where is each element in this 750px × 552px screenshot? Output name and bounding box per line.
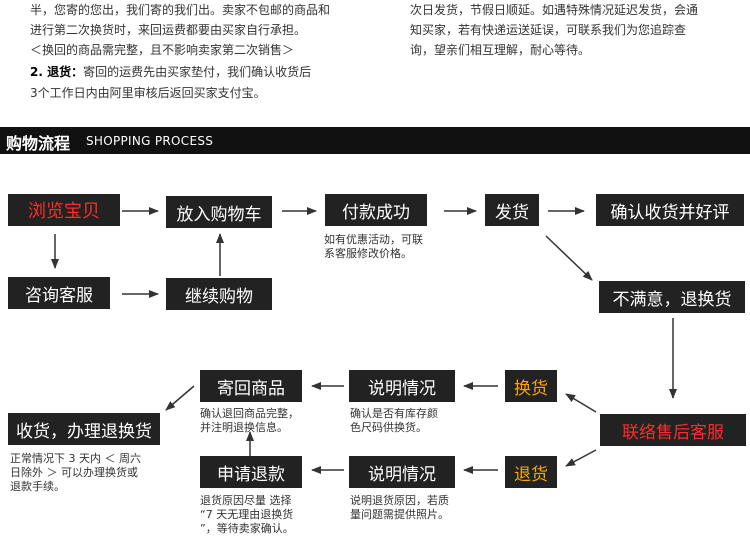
refund-note-line-1: 退货原因尽量 选择 — [200, 494, 292, 507]
policy-line-2: 进行第二次换货时，来回运费都要由买家自行承担。 — [30, 23, 307, 37]
return-note: 说明退货原因，若质 量问题需提供照片。 — [350, 494, 449, 522]
send-back-note-line-2: 并注明退换信息。 — [200, 421, 288, 434]
step-pay-success: 付款成功 — [325, 194, 427, 226]
section-title: 购物流程 — [6, 134, 71, 153]
step-add-cart: 放入购物车 — [166, 196, 272, 228]
step-ship: 发货 — [485, 194, 539, 226]
policy-item-2-line2: 3个工作日内由阿里审核后返回买家支付宝。 — [30, 86, 266, 100]
receive-note-line-2: 日除外 ＞ 可以办理换货或 — [10, 466, 138, 479]
step-explain-return: 说明情况 — [349, 456, 455, 488]
refund-note: 退货原因尽量 选择 “7 天无理由退换货 ”，等待卖家确认。 — [200, 494, 294, 536]
return-note-line-2: 量问题需提供照片。 — [350, 508, 449, 521]
step-return: 退货 — [505, 456, 557, 488]
section-subtitle: SHOPPING PROCESS — [86, 134, 214, 148]
step-apply-refund: 申请退款 — [200, 456, 302, 488]
policy-right-line-3: 询，望亲们相互理解，耐心等待。 — [410, 43, 591, 57]
arrow-aftersales-to-exchange — [565, 393, 597, 413]
policy-right-line-1: 次日发货，节假日顺延。如遇特殊情况延迟发货，会通 — [410, 3, 699, 17]
step-explain-exchange: 说明情况 — [349, 370, 455, 402]
step-exchange: 换货 — [505, 370, 557, 402]
policy-item-2: 2. 退货：寄回的运费先由买家垫付，我们确认收货后 — [30, 62, 311, 82]
section-header: 购物流程 SHOPPING PROCESS — [0, 127, 750, 154]
arrow-aftersales-to-return — [565, 449, 597, 467]
step-unsatisfied: 不满意，退换货 — [599, 281, 745, 313]
policy-item-2-text: 寄回的运费先由买家垫付，我们确认收货后 — [83, 65, 312, 79]
pay-note-line-1: 如有优惠活动，可联 — [324, 233, 423, 246]
pay-note-line-2: 系客服修改价格。 — [324, 247, 412, 260]
return-note-line-1: 说明退货原因，若质 — [350, 494, 449, 507]
send-back-note: 确认退回商品完整， 并注明退换信息。 — [200, 407, 299, 435]
policy-line-3: ＜换回的商品需完整，且不影响卖家第二次销售＞ — [30, 43, 295, 57]
arrow-sendback-to-receive — [165, 385, 195, 411]
receive-note-line-3: 退款手续。 — [10, 480, 65, 493]
step-consult: 咨询客服 — [8, 277, 110, 309]
pay-note: 如有优惠活动，可联 系客服修改价格。 — [324, 233, 423, 261]
exchange-note: 确认是否有库存颜 色尺码供换货。 — [350, 407, 438, 435]
policy-line-1: 半，您寄的您出，我们寄的我们出。卖家不包邮的商品和 — [30, 3, 331, 17]
receive-note: 正常情况下 3 天内 ＜ 周六 日除外 ＞ 可以办理换货或 退款手续。 — [10, 452, 141, 494]
step-browse: 浏览宝贝 — [8, 194, 120, 226]
step-receive: 收货，办理退换货 — [8, 413, 160, 445]
arrow-ship-to-unsatisfied — [545, 235, 593, 281]
step-continue-shopping: 继续购物 — [166, 278, 272, 310]
refund-note-line-2: “7 天无理由退换货 — [200, 508, 294, 521]
step-send-back: 寄回商品 — [200, 370, 302, 402]
step-confirm-review: 确认收货并好评 — [596, 194, 744, 226]
exchange-note-line-2: 色尺码供换货。 — [350, 421, 427, 434]
receive-note-line-1: 正常情况下 3 天内 ＜ 周六 — [10, 452, 141, 465]
exchange-note-line-1: 确认是否有库存颜 — [350, 407, 438, 420]
step-contact-after-sales: 联络售后客服 — [600, 414, 746, 446]
policy-item-2-label: 2. 退货： — [30, 65, 84, 79]
refund-note-line-3: ”，等待卖家确认。 — [200, 522, 294, 535]
policy-right-line-2: 知买家，若有快递运送延误，可联系我们为您追踪查 — [410, 23, 687, 37]
send-back-note-line-1: 确认退回商品完整， — [200, 407, 299, 420]
